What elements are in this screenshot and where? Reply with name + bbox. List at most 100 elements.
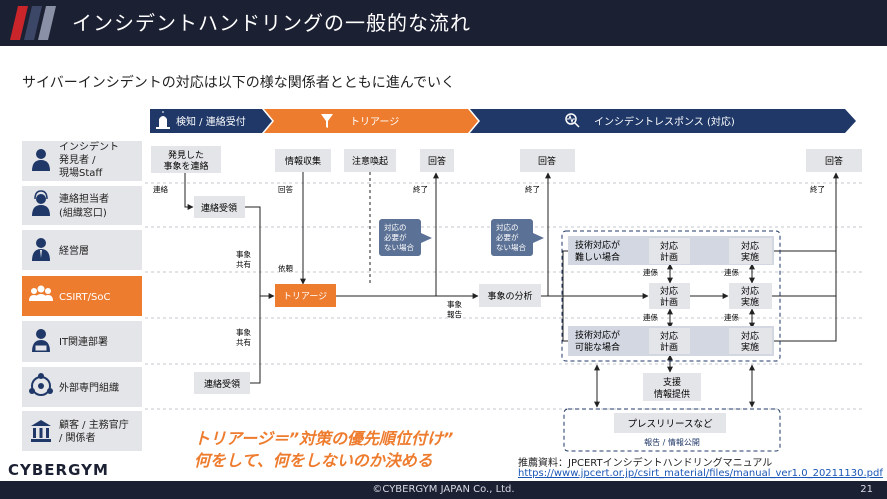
edge-label-contact: 連絡	[153, 184, 168, 194]
role-customer-line1: 顧客 / 主務官庁	[59, 418, 129, 431]
box-triage-label: トリアージ	[283, 292, 327, 302]
role-management: 経営層	[59, 244, 89, 257]
flow-boxes: 発見した 事象を連絡 連絡受領 連絡受領 情報収集 注意喚起 回答 回答 回答 …	[151, 146, 862, 452]
edge-label-end-2: 終了	[525, 184, 540, 194]
business-person-icon	[32, 238, 50, 261]
edge-labels: 連絡 回答 依頼 終了 終了 終了 事象 共有 事象 共有 事象 報告 連係 連…	[153, 184, 825, 347]
it-person-icon	[32, 329, 50, 352]
network-people-icon	[29, 373, 53, 396]
box-plan-3-line2: 計画	[660, 341, 678, 353]
box-support-line2: 情報提供	[654, 388, 690, 400]
edge-label-share-2a: 事象	[236, 327, 251, 337]
box-support	[643, 373, 701, 401]
edge-label-end-3: 終了	[810, 184, 825, 194]
box-plan-1	[649, 238, 690, 264]
box-support-line1: 支援	[663, 376, 681, 388]
box-answer-3	[806, 149, 862, 172]
callout-no-response-2: 対応の 必要が ない場合	[491, 219, 544, 256]
hard-case-line2: 難しい場合	[575, 251, 620, 263]
box-alert	[344, 149, 396, 172]
box-analysis-label: 事象の分析	[487, 290, 532, 302]
callout-2-line1: 対応の	[496, 222, 519, 232]
role-it: IT関連部署	[59, 335, 108, 348]
reference-label: 推薦資料：JPCERTインシデントハンドリングマニュアル	[518, 458, 773, 469]
copyright: ©CYBERGYM JAPAN Co., Ltd.	[372, 484, 515, 495]
box-answer-2	[520, 149, 575, 172]
edge-label-request: 依頼	[278, 263, 293, 273]
edge-label-end-1: 終了	[413, 184, 428, 194]
box-plan-1-line1: 対応	[660, 240, 678, 252]
box-discover-line2: 事象を連絡	[163, 160, 208, 172]
role-external: 外部専門組織	[59, 381, 119, 394]
box-discover-line1: 発見した	[168, 149, 204, 161]
box-answer-1-label: 回答	[428, 155, 446, 167]
callout-1-line2: 必要が	[384, 232, 407, 242]
edge-label-coop-3: 連係	[724, 267, 739, 277]
edge-label-report-a: 事象	[447, 299, 462, 309]
box-exec-3	[729, 328, 772, 354]
box-plan-2-line2: 計画	[660, 296, 678, 308]
subtitle: サイバーインシデントの対応は以下の様な関係者とともに進んでいく	[22, 75, 456, 91]
box-exec-2	[729, 283, 772, 309]
stripes-logo-icon	[10, 6, 56, 40]
role-contact-line2: (組織窓口)	[59, 206, 107, 219]
box-exec-1-line1: 対応	[741, 240, 759, 252]
role-finder-line3: 現場Staff	[59, 166, 103, 179]
box-answer-1	[420, 149, 454, 172]
footer-bar	[0, 481, 887, 499]
box-exec-3-line2: 実施	[741, 341, 759, 353]
brand-logo: CYBERGYM	[8, 461, 109, 479]
box-exec-1	[729, 238, 772, 264]
hard-case-line1: 技術対応が	[575, 239, 620, 251]
role-finder-line1: インシデント	[59, 140, 119, 153]
box-answer-3-label: 回答	[825, 155, 843, 167]
government-building-icon	[31, 420, 51, 442]
edge-label-coop-2: 連係	[643, 312, 658, 322]
page-title: インシデントハンドリングの一般的な流れ	[72, 11, 471, 35]
box-alert-label: 注意喚起	[352, 155, 388, 167]
box-info-collect	[275, 149, 331, 172]
box-plan-2	[649, 283, 690, 309]
possible-case-line1: 技術対応が	[575, 329, 620, 341]
phase-banner: 検知 / 連絡受付 トリアージ インシデントレスポンス (対応)	[150, 109, 856, 133]
header-bar: インシデントハンドリングの一般的な流れ	[0, 0, 887, 46]
role-panels: インシデント 発見者 / 現場Staff 連絡担当者 (組織窓口) 経営層 CS…	[22, 140, 142, 451]
box-plan-2-line1: 対応	[660, 285, 678, 297]
role-csirt: CSIRT/SoC	[59, 292, 110, 303]
triage-quote: トリアージ＝”対策の優先順位付け” 何をして、何をしないのか決める	[194, 428, 453, 472]
callout-1-line1: 対応の	[384, 222, 407, 232]
edge-label-share-1a: 事象	[236, 249, 251, 259]
box-exec-2-line1: 対応	[741, 285, 759, 297]
role-customer-line2: / 関係者	[59, 432, 96, 444]
edge-label-coop-1: 連係	[643, 267, 658, 277]
box-exec-2-line2: 実施	[741, 296, 759, 308]
box-answer-2-label: 回答	[538, 155, 556, 167]
alarm-light-icon	[156, 111, 170, 129]
role-contact-line1: 連絡担当者	[59, 192, 109, 205]
phase-triage-label: トリアージ	[350, 117, 399, 128]
possible-case-line2: 可能な場合	[575, 341, 620, 353]
role-finder-line2: 発見者 /	[59, 153, 96, 166]
box-triage	[275, 284, 336, 307]
filter-icon	[321, 114, 333, 128]
box-receive-2	[194, 372, 250, 394]
magnifier-pulse-icon	[565, 113, 580, 128]
box-info-collect-label: 情報収集	[285, 155, 321, 167]
page-number: 21	[860, 484, 873, 495]
callout-2-line3: ない場合	[496, 242, 526, 252]
reference-link[interactable]: https://www.jpcert.or.jp/csirt_material/…	[518, 468, 883, 479]
press-caption: 報告 / 情報公開	[644, 437, 700, 447]
box-press-label: プレスリリースなど	[627, 419, 713, 430]
edge-label-share-1b: 共有	[236, 259, 251, 269]
box-receive-2-label: 連絡受領	[204, 378, 240, 390]
callout-2-line2: 必要が	[496, 232, 519, 242]
box-receive-1-label: 連絡受領	[201, 202, 237, 214]
quote-line-1: トリアージ＝”対策の優先順位付け”	[194, 429, 454, 448]
edge-label-share-2b: 共有	[236, 337, 251, 347]
box-discover	[151, 146, 221, 173]
callout-1-line3: ない場合	[384, 242, 414, 252]
callout-no-response-1: 対応の 必要が ない場合	[379, 219, 432, 256]
phase-detect-label: 検知 / 連絡受付	[176, 115, 246, 128]
quote-line-2: 何をして、何をしないのか決める	[194, 451, 433, 470]
